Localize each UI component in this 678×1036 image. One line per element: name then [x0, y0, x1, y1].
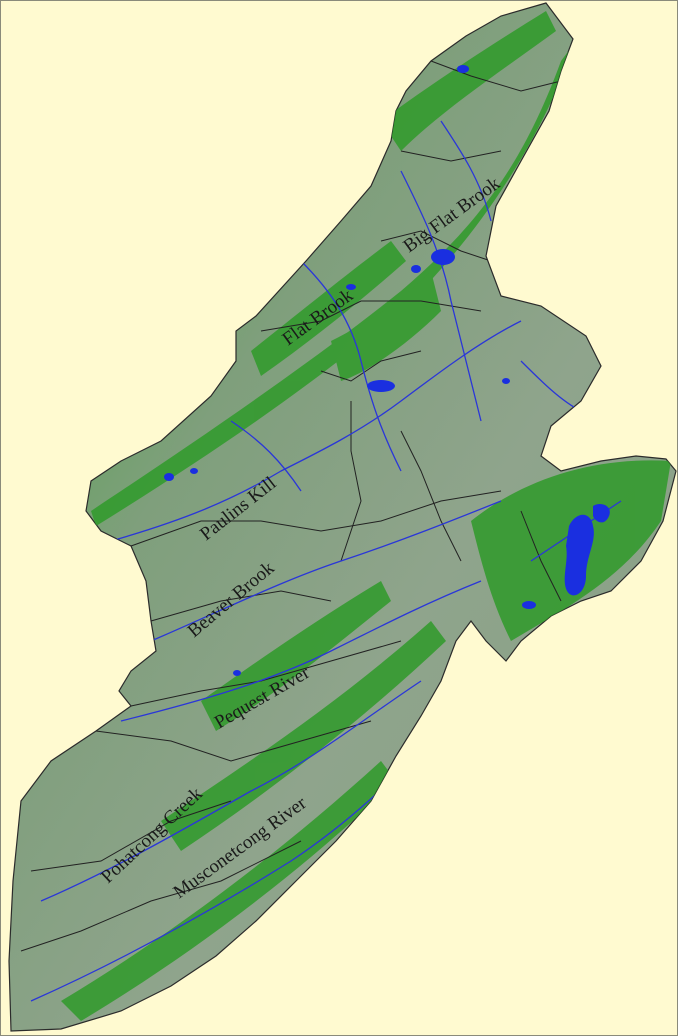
- lake: [367, 380, 395, 392]
- lake: [457, 65, 469, 73]
- ridge-layer: [61, 11, 671, 1021]
- lake: [346, 284, 356, 290]
- lake: [233, 670, 241, 676]
- lake: [522, 601, 536, 609]
- lake: [431, 249, 455, 265]
- reservoir: [593, 504, 610, 523]
- lake: [164, 473, 174, 481]
- lake: [411, 265, 421, 273]
- lake: [502, 378, 510, 384]
- lake: [190, 468, 198, 474]
- watershed-region: [8, 2, 677, 1032]
- reservoir: [564, 514, 594, 596]
- stream-network: [30, 120, 622, 1002]
- subwatershed-boundaries: [20, 60, 562, 952]
- lake-layer: [164, 65, 610, 676]
